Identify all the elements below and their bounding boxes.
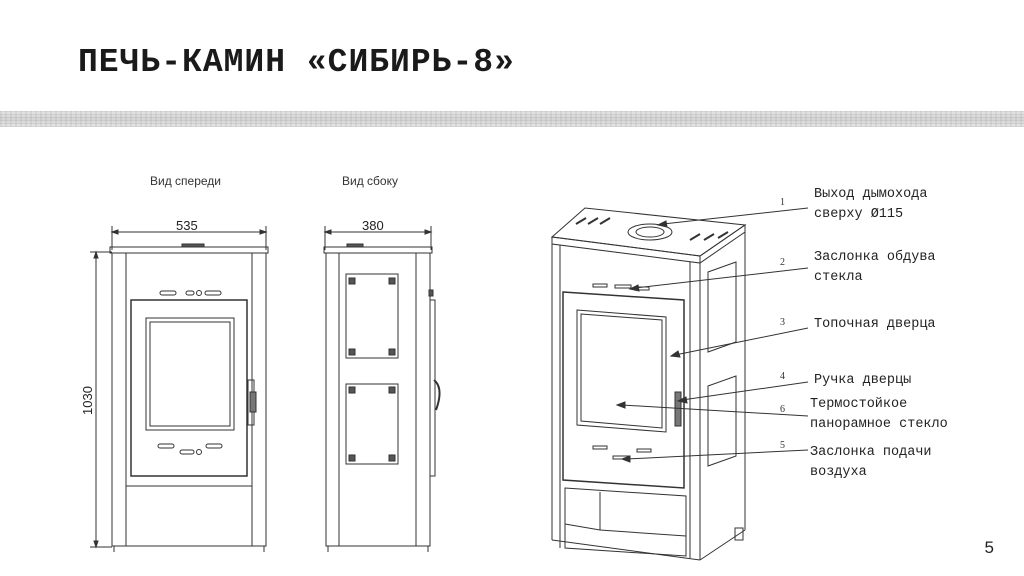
callout-glass-damper: Заслонка обдува стекла xyxy=(814,250,936,285)
side-depth-dimension: 380 xyxy=(362,218,384,233)
side-view-label: Вид сбоку xyxy=(342,174,398,188)
slide-title: ПЕЧЬ-КАМИН «СИБИРЬ-8» xyxy=(78,44,515,81)
callout-number-3: 3 xyxy=(780,317,785,328)
decorative-band xyxy=(0,111,1024,127)
callout-chimney-outlet: Выход дымохода сверху Ø115 xyxy=(814,187,928,222)
callout-air-damper: Заслонка подачи воздуха xyxy=(810,445,932,480)
callout-panoramic-glass: Термостойкое панорамное стекло xyxy=(810,397,948,432)
callout-door-handle: Ручка дверцы xyxy=(814,373,912,388)
front-width-dimension: 535 xyxy=(176,218,198,233)
callout-number-6: 6 xyxy=(780,404,785,415)
callout-leaders xyxy=(615,207,809,463)
page-number: 5 xyxy=(984,538,994,557)
isometric-view-drawing xyxy=(550,207,747,561)
side-view-drawing xyxy=(323,226,441,552)
front-view-label: Вид спереди xyxy=(150,174,222,188)
callout-number-2: 2 xyxy=(780,257,785,268)
callout-number-4: 4 xyxy=(780,371,785,382)
callout-firebox-door: Топочная дверца xyxy=(814,317,936,332)
callout-number-1: 1 xyxy=(780,197,785,208)
callout-number-5: 5 xyxy=(780,440,785,451)
front-view-drawing xyxy=(90,226,269,552)
